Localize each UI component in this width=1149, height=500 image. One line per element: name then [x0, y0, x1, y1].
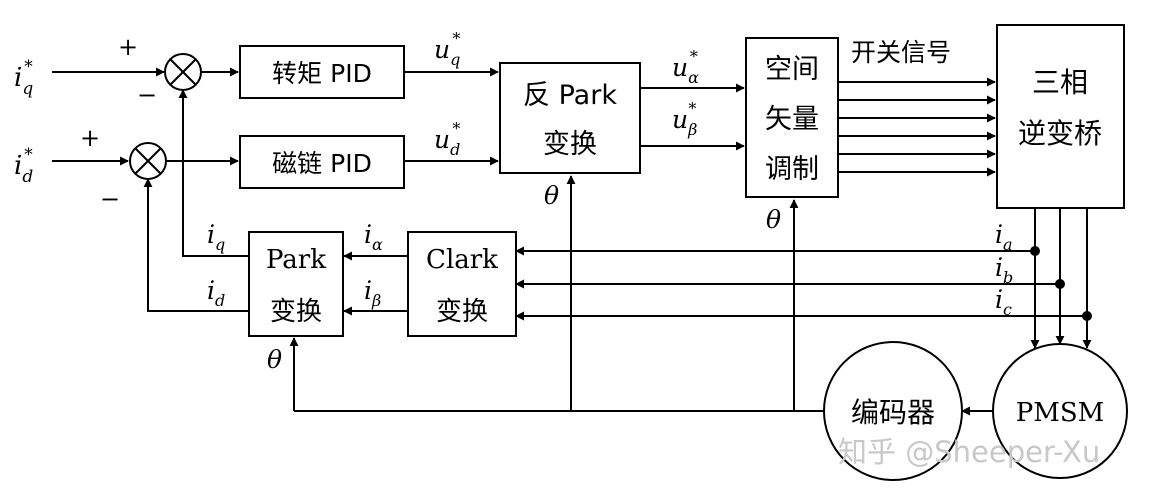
svg-text:磁链 PID: 磁链 PID	[272, 149, 372, 178]
svm-block: 空间 矢量 调制	[745, 37, 839, 198]
id-feedback-arrow	[143, 178, 249, 312]
svg-text:反 Park: 反 Park	[523, 80, 617, 111]
svg-text:变换: 变换	[543, 129, 597, 160]
sign-plus-q: +	[118, 33, 138, 61]
id-ref-label: id*	[14, 145, 33, 187]
svg-text:空间: 空间	[765, 54, 819, 85]
park-block: Park 变换	[248, 231, 344, 337]
ia-label: ia	[995, 220, 1013, 254]
svg-text:变换: 变换	[270, 297, 322, 327]
theta-label-inv-park: θ	[544, 181, 559, 210]
ud-label: ud*	[434, 119, 460, 159]
sign-minus-q: −	[137, 81, 157, 109]
sign-minus-d: −	[100, 185, 120, 213]
motor-block: PMSM	[992, 343, 1128, 479]
ib-label: ib	[995, 253, 1013, 287]
uq-label: uq*	[434, 29, 460, 69]
encoder-block: 编码器	[823, 341, 963, 481]
sum-junction-q	[164, 53, 202, 91]
id-label: id	[207, 276, 225, 310]
junction-c	[1082, 311, 1092, 321]
theta-label-park: θ	[267, 345, 282, 374]
ualpha-label: uα*	[672, 47, 699, 87]
ic-label: ic	[995, 285, 1012, 319]
switch-signal-bus	[838, 77, 996, 177]
svg-text:转矩 PID: 转矩 PID	[272, 59, 372, 88]
theta-label-svm: θ	[766, 205, 781, 234]
sum-junction-d	[129, 142, 167, 180]
iq-feedback-arrow	[178, 89, 249, 257]
inverse-park-block: 反 Park 变换	[499, 62, 641, 174]
svg-text:Park: Park	[266, 245, 326, 275]
watermark: 知乎 @Sheeper-Xu	[838, 435, 1100, 469]
svg-text:PMSM: PMSM	[1016, 398, 1105, 428]
torque-pid-block: 转矩 PID	[239, 45, 405, 99]
svg-text:变换: 变换	[436, 297, 488, 327]
svg-text:调制: 调制	[765, 154, 819, 185]
svg-text:逆变桥: 逆变桥	[1018, 117, 1102, 150]
svg-text:三相: 三相	[1032, 66, 1088, 99]
svg-text:编码器: 编码器	[851, 396, 935, 429]
ibeta-label: iβ	[364, 276, 381, 310]
ialpha-label: iα	[364, 220, 383, 254]
svg-text:Clark: Clark	[426, 245, 498, 275]
wires	[52, 67, 1092, 416]
ubeta-label: uβ*	[672, 99, 697, 139]
clark-block: Clark 变换	[407, 231, 517, 337]
svg-text:矢量: 矢量	[765, 104, 819, 135]
iq-ref-label: iq*	[14, 57, 33, 99]
junction-b	[1055, 279, 1065, 289]
flux-pid-block: 磁链 PID	[239, 135, 405, 189]
switch-signal-label: 开关信号	[851, 38, 951, 67]
sign-plus-d: +	[80, 124, 100, 152]
junction-a	[1030, 246, 1040, 256]
iq-label: iq	[207, 220, 225, 254]
inverter-block: 三相 逆变桥	[996, 24, 1125, 209]
